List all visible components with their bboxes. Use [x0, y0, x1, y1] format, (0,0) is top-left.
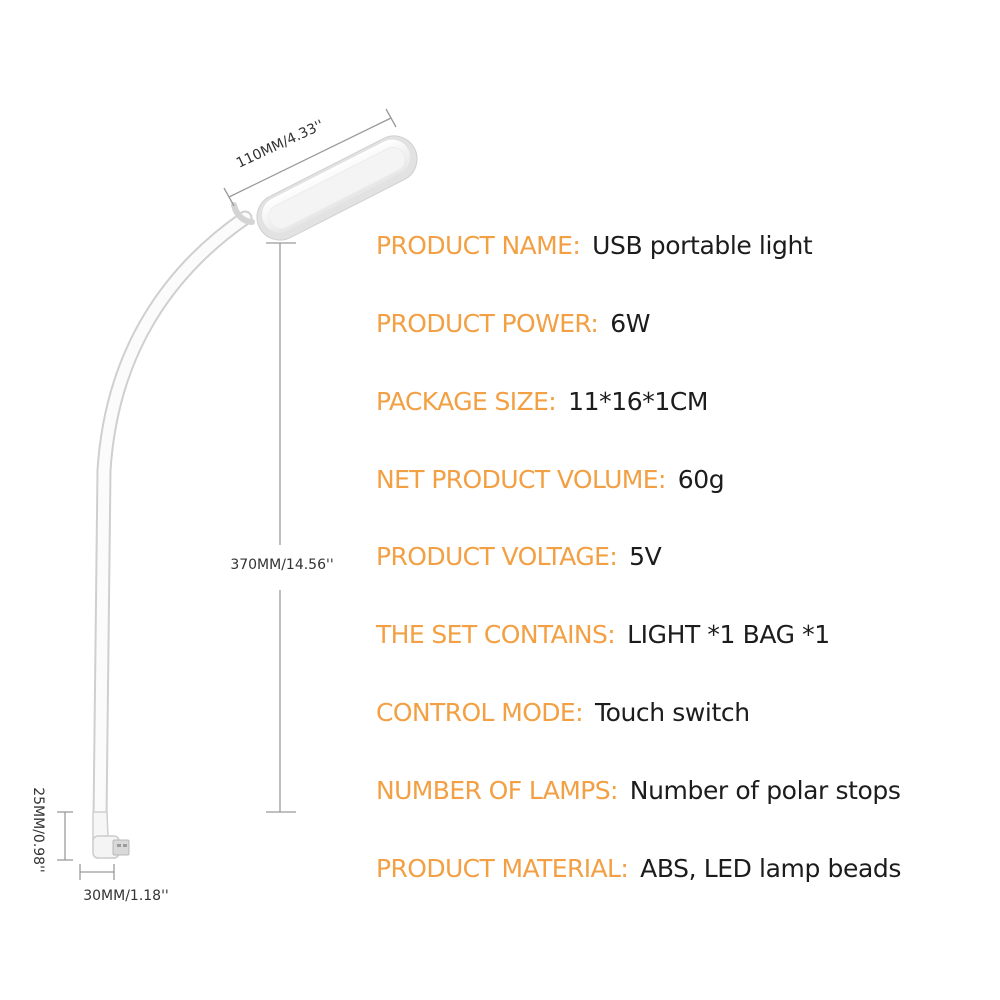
spec-row-voltage: PRODUCT VOLTAGE: 5V [376, 536, 662, 576]
spec-row-net-volume: NET PRODUCT VOLUME: 60g [376, 459, 725, 499]
plug-width-label: 30MM/1.18'' [83, 888, 169, 904]
spec-value: 60g [677, 464, 725, 494]
lamp-head [256, 135, 418, 241]
head-width-dimension [223, 108, 397, 207]
spec-value: LIGHT *1 BAG *1 [627, 619, 830, 649]
spec-value: 6W [610, 308, 651, 338]
length-dimension [266, 242, 296, 813]
spec-label: NET PRODUCT VOLUME: [376, 464, 666, 494]
usb-plug [92, 811, 130, 859]
plug-height-label: 25MM/0.98'' [30, 787, 46, 873]
plug-height-dimension [57, 811, 73, 861]
gooseneck [92, 210, 253, 828]
spec-label: PRODUCT VOLTAGE: [376, 541, 618, 571]
plug-width-dimension [79, 864, 115, 880]
spec-label: THE SET CONTAINS: [376, 619, 616, 649]
spec-label: CONTROL MODE: [376, 697, 584, 727]
spec-row-product-power: PRODUCT POWER: 6W [376, 303, 650, 343]
spec-value: ABS, LED lamp beads [640, 853, 901, 883]
spec-row-material: PRODUCT MATERIAL: ABS, LED lamp beads [376, 848, 901, 888]
spec-value: 5V [629, 541, 662, 571]
spec-row-control-mode: CONTROL MODE: Touch switch [376, 692, 750, 732]
spec-row-product-name: PRODUCT NAME: USB portable light [376, 225, 813, 265]
spec-label: PACKAGE SIZE: [376, 386, 557, 416]
spec-value: USB portable light [592, 230, 813, 260]
spec-value: 11*16*1CM [568, 386, 709, 416]
spec-value: Number of polar stops [629, 775, 901, 805]
spec-label: PRODUCT NAME: [376, 230, 581, 260]
length-label: 370MM/14.56'' [230, 557, 333, 573]
spec-row-package-size: PACKAGE SIZE: 11*16*1CM [376, 381, 708, 421]
head-width-label: 110MM/4.33'' [234, 117, 326, 171]
spec-label: PRODUCT POWER: [376, 308, 599, 338]
spec-label: PRODUCT MATERIAL: [376, 853, 629, 883]
spec-row-set-contains: THE SET CONTAINS: LIGHT *1 BAG *1 [376, 614, 830, 654]
spec-label: NUMBER OF LAMPS: [376, 775, 618, 805]
spec-row-number-of-lamps: NUMBER OF LAMPS: Number of polar stops [376, 770, 901, 810]
lamp-joint [231, 202, 255, 225]
spec-value: Touch switch [594, 697, 750, 727]
